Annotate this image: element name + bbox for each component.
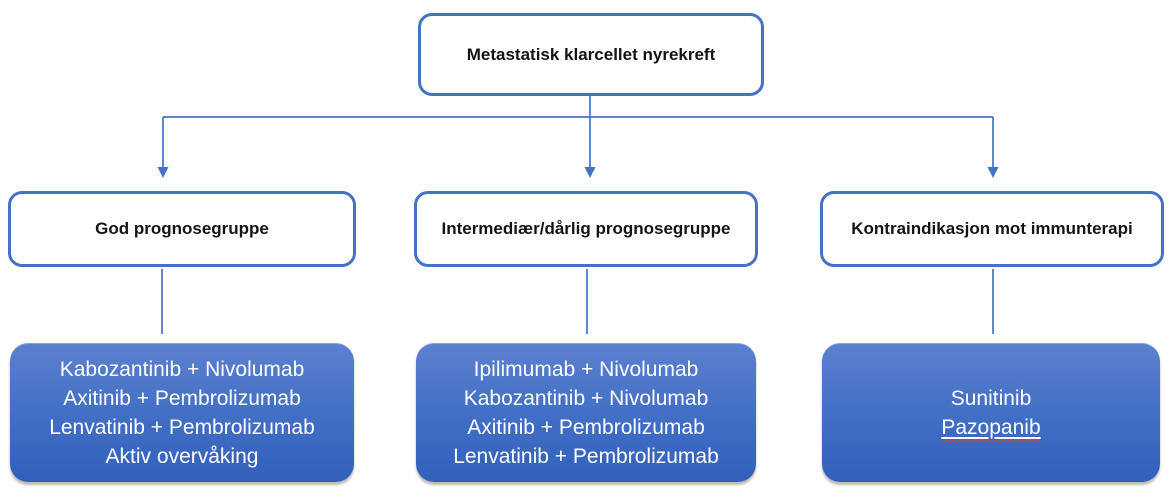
treatment-line: Ipilimumab + Nivolumab	[473, 357, 699, 381]
treatment-box-kontraindikasjon: Sunitinib Pazopanib	[822, 343, 1160, 482]
treatment-box-intermediaer-daarlig: Ipilimumab + Nivolumab Kabozantinib + Ni…	[416, 343, 756, 482]
treatment-line: Pazopanib	[941, 415, 1041, 439]
treatment-line: Axitinib + Pembrolizumab	[63, 386, 301, 410]
arrowhead-left-icon	[157, 167, 169, 178]
treatment-line: Aktiv overvåking	[105, 444, 259, 468]
root-node: Metastatisk klarcellet nyrekreft	[418, 13, 764, 96]
branch-node-label: God prognosegruppe	[95, 219, 269, 239]
arrowhead-right-icon	[987, 167, 999, 178]
treatment-line: Kabozantinib + Nivolumab	[59, 357, 305, 381]
branch-node-intermediaer-daarlig: Intermediær/dårlig prognosegruppe	[414, 191, 758, 267]
treatment-line: Lenvatinib + Pembrolizumab	[453, 444, 719, 468]
branch-node-kontraindikasjon: Kontraindikasjon mot immunterapi	[820, 191, 1164, 267]
treatment-line: Kabozantinib + Nivolumab	[463, 386, 709, 410]
branch-node-label: Kontraindikasjon mot immunterapi	[851, 219, 1133, 239]
treatment-line: Lenvatinib + Pembrolizumab	[49, 415, 315, 439]
arrowhead-middle-icon	[584, 167, 596, 178]
treatment-line-pazopanib: Pazopanib	[941, 413, 1040, 442]
root-node-label: Metastatisk klarcellet nyrekreft	[466, 44, 716, 64]
branch-node-god-prognosegruppe: God prognosegruppe	[8, 191, 356, 267]
treatment-line: Sunitinib	[950, 386, 1032, 410]
treatment-box-god-prognosegruppe: Kabozantinib + Nivolumab Axitinib + Pemb…	[10, 343, 354, 482]
branch-node-label: Intermediær/dårlig prognosegruppe	[441, 219, 731, 239]
treatment-line: Axitinib + Pembrolizumab	[467, 415, 705, 439]
